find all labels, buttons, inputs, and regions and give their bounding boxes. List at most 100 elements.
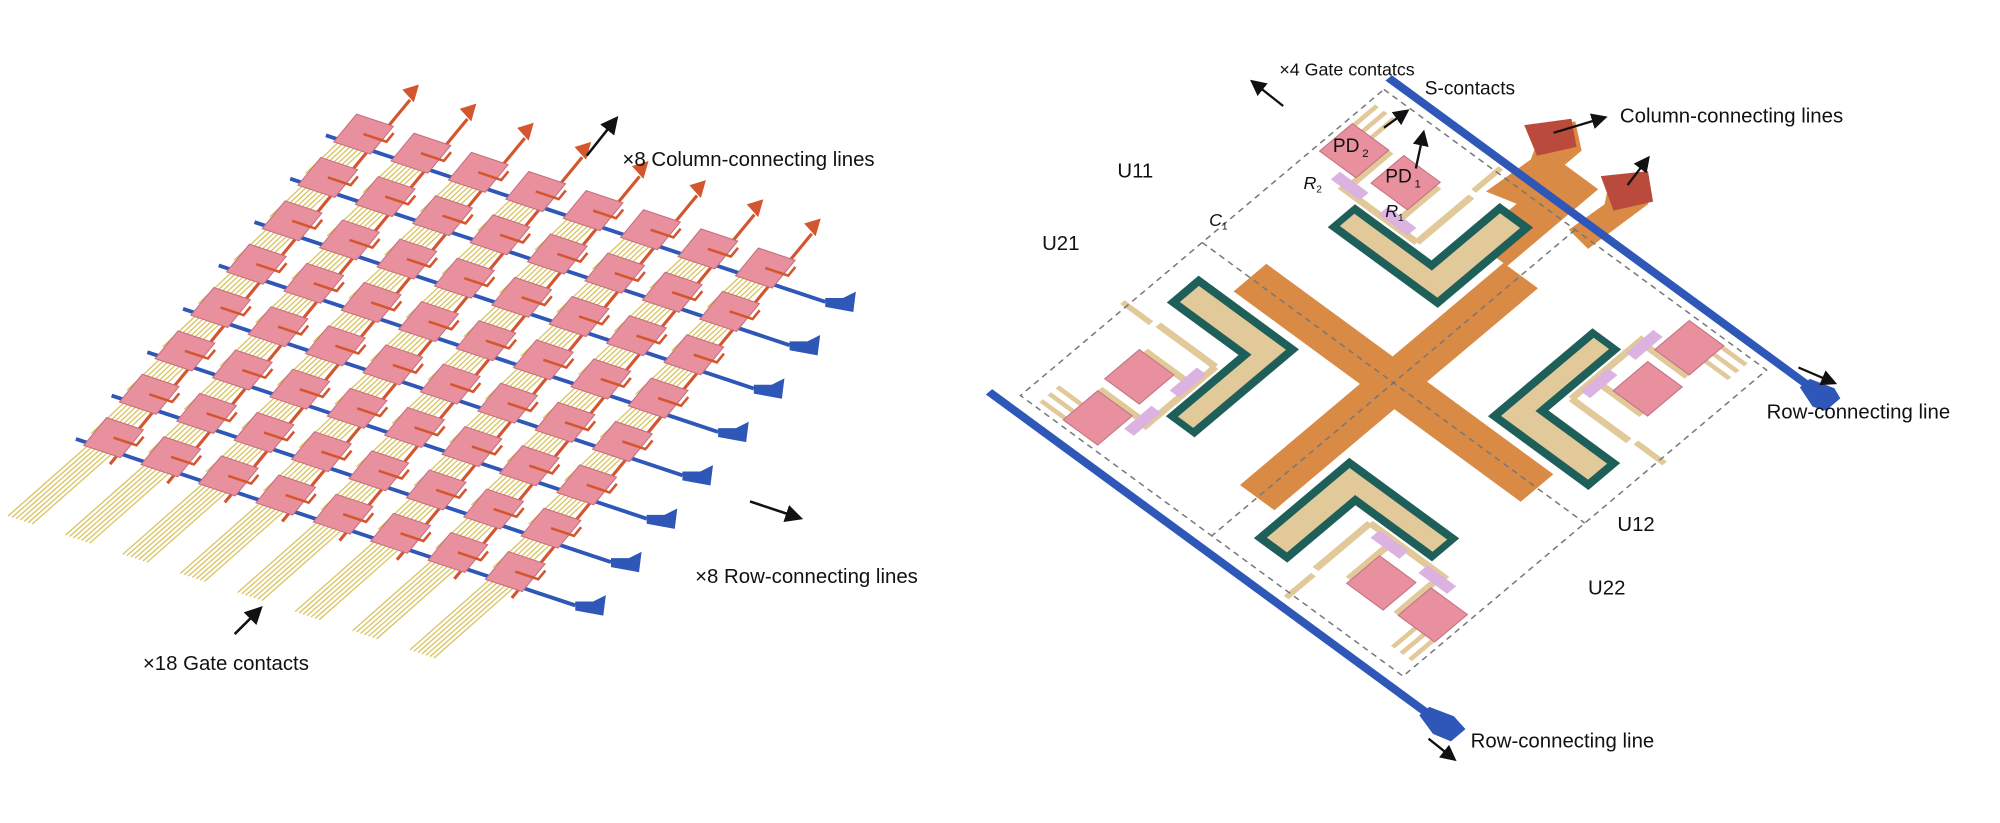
row-pad-right xyxy=(1799,378,1841,411)
gate-contact-line xyxy=(352,547,447,632)
pd2-subscript: 2 xyxy=(1362,148,1368,160)
c1-label: C xyxy=(1209,210,1222,230)
r1-label: R xyxy=(1385,201,1398,221)
gate-contact-line xyxy=(433,575,528,659)
pixel-connector xyxy=(406,257,438,269)
pixel-connector xyxy=(327,175,359,187)
gate-contacts-arrow-right xyxy=(1250,79,1284,107)
resistor-r2 xyxy=(1625,329,1663,360)
s-contacts-arrow-3 xyxy=(1412,129,1429,169)
s-contact xyxy=(1120,300,1154,326)
capacitor-inner xyxy=(1501,337,1610,480)
pixel-connector xyxy=(650,227,682,239)
pixel-connector xyxy=(414,425,446,437)
pixel-connector xyxy=(493,507,525,519)
resistor-r1 xyxy=(1370,530,1409,559)
gate-contact-line xyxy=(302,531,397,615)
row-lines-arrow xyxy=(749,500,804,522)
pixel-connector xyxy=(636,333,668,345)
pixel-connector xyxy=(363,132,395,144)
pixel-connector xyxy=(550,526,583,538)
gate-contact-line xyxy=(413,568,508,652)
pixel-connector xyxy=(600,377,632,389)
gate-contact-line xyxy=(421,571,516,655)
row-pad xyxy=(718,421,749,443)
gate-contact-line xyxy=(237,509,332,594)
pixel-connector xyxy=(564,420,597,432)
pixel-connector xyxy=(556,252,589,264)
column-lines-arrow-right-2 xyxy=(1626,155,1650,186)
pixel-connector xyxy=(764,266,797,278)
pixel-connector xyxy=(592,208,625,220)
gate-contact-line xyxy=(253,515,348,599)
pixel-connector xyxy=(285,493,317,505)
gate-contact-line xyxy=(356,549,451,633)
row-pad xyxy=(682,465,714,486)
gate-contact-line xyxy=(19,437,114,521)
gate-contact xyxy=(1711,352,1740,374)
pixel-connector xyxy=(671,290,704,302)
pixel-connector xyxy=(113,435,145,447)
gate-contact-line xyxy=(199,497,295,581)
photodiode-pd2 xyxy=(1318,122,1390,179)
r2-subscript: 2 xyxy=(1316,185,1322,196)
pixel-connector xyxy=(356,406,389,418)
gate-contact xyxy=(1703,359,1732,381)
column-pad-2 xyxy=(1600,171,1654,211)
gate-contact-line xyxy=(77,456,172,540)
gate-contact-line xyxy=(261,517,356,602)
pixel-connector xyxy=(206,411,238,423)
column-lines-label-right: Column-connecting lines xyxy=(1620,106,1843,128)
gate-contact-line xyxy=(134,475,229,559)
photodiode-pd1 xyxy=(1370,154,1442,211)
pixel-connector xyxy=(542,358,575,369)
row-pad xyxy=(825,291,856,313)
pixel-connector xyxy=(485,338,518,350)
pixel-array-8x8 xyxy=(7,84,856,659)
row-connecting-line-top xyxy=(1385,75,1813,390)
pixel-connector xyxy=(384,194,417,206)
unit-cell xyxy=(1253,457,1469,662)
gate-contact-line xyxy=(23,438,118,522)
gate-contact xyxy=(1055,385,1084,407)
pixel-connector xyxy=(614,271,646,283)
gate-contact-line xyxy=(11,434,106,518)
pixel-connector xyxy=(263,430,296,442)
gate-contact-line xyxy=(65,452,160,536)
row-pad xyxy=(646,508,678,529)
row-line-label-right: Row-connecting line xyxy=(1767,402,1951,424)
gate-contact-line xyxy=(368,553,463,637)
gate-contact-line xyxy=(294,528,389,613)
pixel-connector xyxy=(457,550,489,562)
gate-contact-line xyxy=(15,435,110,520)
c1-subscript: 1 xyxy=(1222,222,1228,233)
pixel-connector xyxy=(313,281,345,293)
gate-contact-line xyxy=(146,479,241,563)
pixel-connector xyxy=(277,324,310,336)
row-pad xyxy=(575,595,606,616)
gate-contact-line xyxy=(142,478,237,562)
gate-contact-line xyxy=(89,460,184,544)
resistor-r1 xyxy=(1378,206,1417,236)
pixel-connector xyxy=(227,474,260,486)
gate-contact-line xyxy=(245,512,340,596)
resistor-r1 xyxy=(1580,368,1618,399)
column-pad xyxy=(689,180,706,199)
column-pad xyxy=(804,218,821,237)
gate-contact-line xyxy=(130,474,225,558)
pixel-connector xyxy=(291,218,324,230)
pixel-connector xyxy=(400,531,432,543)
gate-contact-line xyxy=(138,476,233,561)
row-pad xyxy=(789,334,821,356)
pixel-cell xyxy=(427,531,489,574)
pixel-connector xyxy=(321,449,353,461)
column-pad xyxy=(746,199,764,218)
gate-contact-line xyxy=(429,573,524,658)
pixel-connector xyxy=(184,349,217,361)
row-line-arrow-bottom xyxy=(1427,737,1457,762)
resistor-r2 xyxy=(1418,565,1457,594)
gate-contact-line xyxy=(310,534,405,618)
capacitor-inner xyxy=(1266,468,1448,553)
pixel-connector xyxy=(622,439,654,451)
